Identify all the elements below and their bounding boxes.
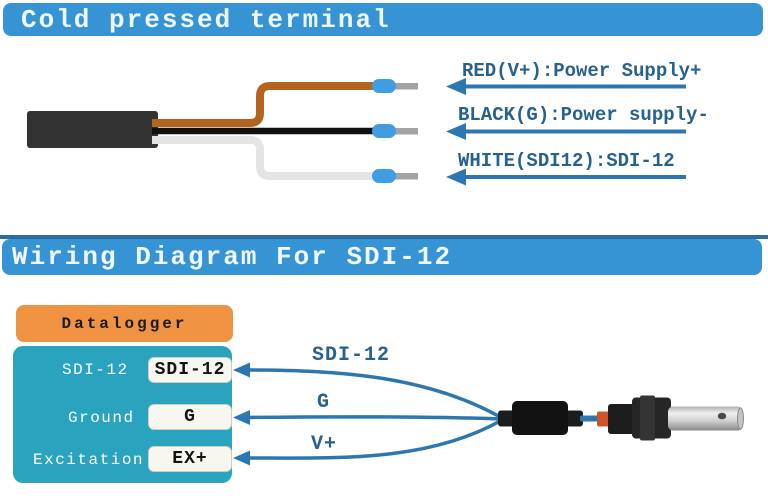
terminal-box-ex: EX+ <box>148 446 232 472</box>
label-white-wire: WHITE(SDI12):SDI-12 <box>458 150 675 172</box>
label-black-wire: BLACK(G):Power supply- <box>458 104 709 126</box>
crimp-terminal-black <box>372 124 418 138</box>
curve-label-vplus: V+ <box>311 433 338 456</box>
terminal-pin <box>392 173 418 180</box>
sensor-body <box>608 404 635 434</box>
arrow-g-head <box>233 410 250 425</box>
curve-sdi12 <box>245 368 503 420</box>
arrow-white-head <box>446 168 466 186</box>
curve-vplus <box>245 418 503 460</box>
arrow-sdi12-head <box>233 362 250 378</box>
terminal-sleeve <box>372 124 396 138</box>
terminal-pin <box>392 128 418 135</box>
crimp-terminal-white <box>372 169 418 183</box>
label-red-wire: RED(V+):Power Supply+ <box>462 60 702 82</box>
row-label-ground: Ground <box>68 409 135 427</box>
curve-g <box>245 415 503 421</box>
terminal-box-sdi12: SDI-12 <box>148 357 232 383</box>
sensor-hex-nut <box>640 395 655 441</box>
banner-title: Wiring Diagram For SDI-12 <box>12 242 453 272</box>
junction-box-right-nut <box>566 410 583 427</box>
section-divider <box>0 235 768 239</box>
datalogger-title: Datalogger <box>61 314 188 333</box>
probe-end-cap <box>737 407 744 430</box>
wire-red <box>152 82 374 127</box>
top-arrows <box>446 78 686 186</box>
terminal-sleeve <box>372 169 396 183</box>
sensor-probe <box>668 406 743 431</box>
row-label-sdi12: SDI-12 <box>62 361 129 379</box>
arrow-black-head <box>446 123 466 140</box>
junction-box <box>512 401 568 435</box>
sensor-cable <box>580 415 601 422</box>
arrow-red-head <box>446 78 466 95</box>
banner-cold-pressed-terminal: Cold pressed terminal <box>3 3 763 36</box>
terminal-sleeve <box>372 79 396 93</box>
row-label-excitation: Excitation <box>33 451 145 469</box>
sensor-illustration <box>498 395 744 441</box>
cable-jacket <box>27 111 158 148</box>
curve-label-g: G <box>317 391 331 414</box>
crimp-terminal-red <box>372 79 418 93</box>
terminal-pin <box>392 83 418 90</box>
banner-wiring-diagram: Wiring Diagram For SDI-12 <box>2 239 762 275</box>
wire-white <box>152 136 374 180</box>
datalogger-header: Datalogger <box>16 305 233 342</box>
banner-title: Cold pressed terminal <box>21 4 391 35</box>
junction-box-left-nut <box>498 410 515 427</box>
terminal-box-g: G <box>148 403 232 430</box>
orange-strain-relief <box>597 411 610 427</box>
curve-label-sdi12: SDI-12 <box>312 344 391 367</box>
arrow-vplus-head <box>233 450 250 466</box>
probe-hole <box>717 412 727 420</box>
wiring-curves <box>233 362 503 466</box>
cable-illustration <box>27 79 418 183</box>
